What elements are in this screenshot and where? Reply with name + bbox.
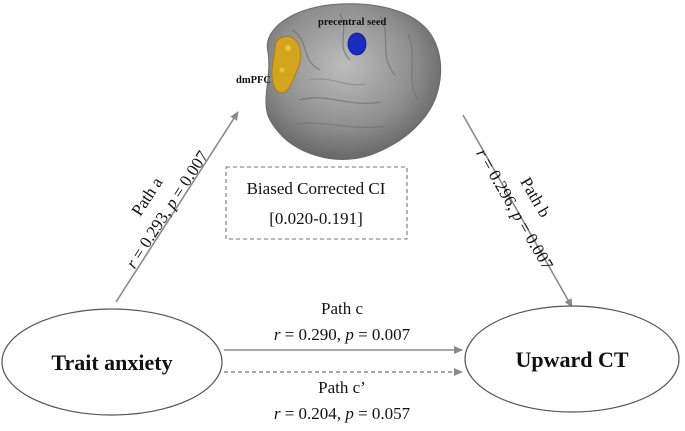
trait-anxiety-node — [1, 308, 223, 416]
seed-label: precentral seed — [318, 17, 386, 28]
path-c-title: Path c — [321, 299, 363, 318]
dmpfc-region — [271, 36, 302, 94]
path-a-labels: Path a r = 0.293, p = 0.007 — [122, 147, 212, 272]
path-b-labels: Path b r = 0.296, p = 0.007 — [472, 145, 557, 273]
ci-title: Biased Corrected CI — [247, 179, 386, 198]
precentral-seed — [347, 32, 367, 56]
region-label: dmPFC — [236, 75, 271, 86]
trait-anxiety-label: Trait anxiety — [51, 350, 172, 375]
path-c-stats: r = 0.290, p = 0.007 — [274, 325, 411, 344]
path-c-prime-title: Path c’ — [318, 378, 366, 397]
brain-image — [265, 3, 442, 160]
upward-ct-node — [464, 305, 680, 413]
upward-ct-label: Upward CT — [515, 347, 628, 372]
ci-interval: [0.020-0.191] — [269, 209, 362, 228]
path-c-prime-stats: r = 0.204, p = 0.057 — [274, 404, 411, 423]
ci-box — [225, 166, 408, 240]
path-b-arrow — [462, 114, 573, 308]
path-a-arrow — [115, 111, 239, 303]
